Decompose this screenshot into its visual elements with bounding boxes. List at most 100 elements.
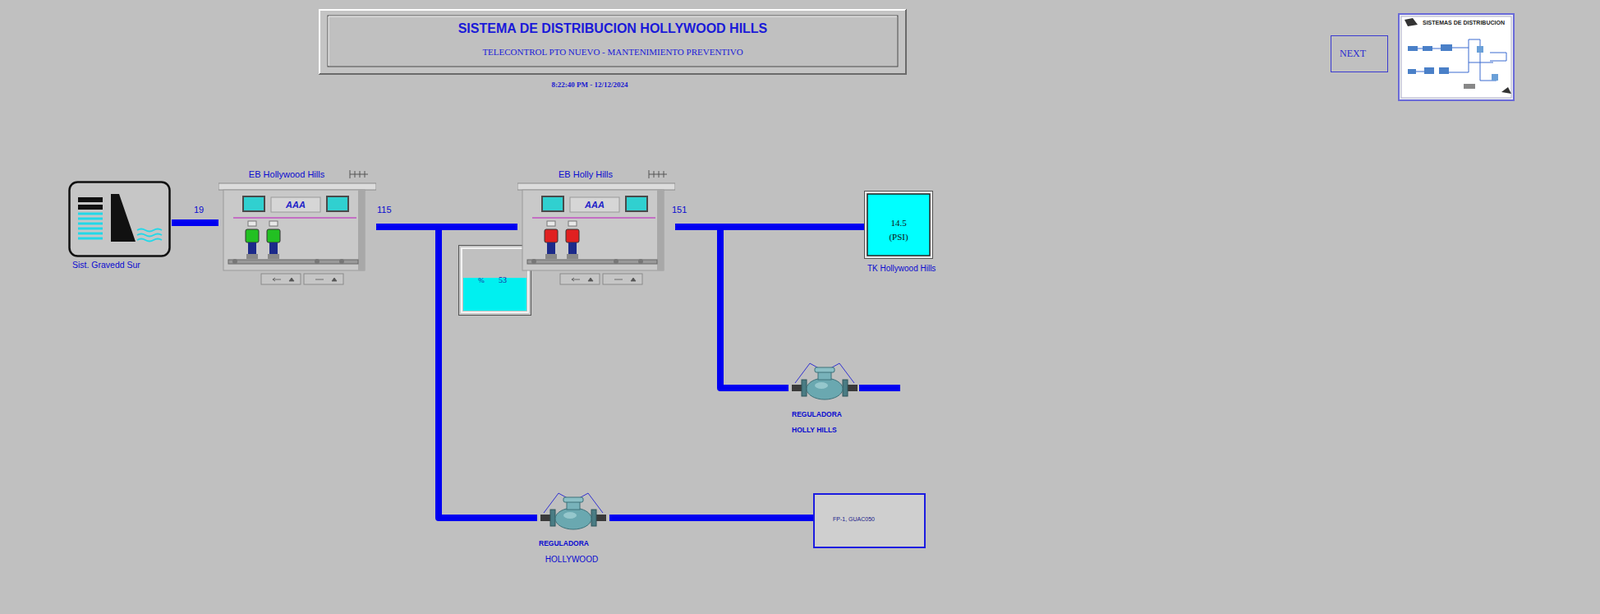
node-text: NEXT — [1339, 47, 1366, 60]
drawing-part — [1424, 67, 1435, 74]
node-text: 53 — [498, 275, 507, 285]
node-text: AAA — [584, 199, 605, 210]
node-text: (PSI) — [888, 231, 908, 242]
water-pipe — [171, 219, 219, 226]
drawing-part — [566, 253, 579, 259]
drawing-part — [319, 9, 906, 74]
node-text: EB Holly Hills — [558, 169, 613, 180]
drawing-part — [267, 253, 280, 259]
drawing-part — [1416, 39, 1507, 81]
header-panel: SISTEMA DE DISTRIBUCION HOLLYWOOD HILLS T… — [318, 9, 907, 75]
drawing-part — [614, 277, 636, 281]
drawing-part — [1407, 45, 1418, 51]
drawing-part — [243, 196, 265, 212]
drawing-part — [1439, 67, 1449, 74]
drawing-part — [1463, 83, 1476, 89]
drawing-part — [542, 196, 564, 212]
drawing-part — [233, 216, 357, 219]
drawing-part — [463, 277, 527, 311]
drawing-part — [545, 253, 557, 259]
pump-station: EB Holly HillsAAA — [517, 166, 676, 286]
drawing-part — [1501, 87, 1512, 94]
node-text: SISTEMAS DE DISTRIBUCION — [1422, 19, 1505, 26]
drawing-part — [318, 9, 907, 75]
drawing-part — [110, 193, 136, 242]
drawing-part — [232, 258, 238, 264]
drawing-part — [272, 277, 295, 281]
drawing-part — [78, 204, 103, 210]
drawing-part — [788, 361, 861, 414]
tank-level: % 53 — [458, 244, 532, 316]
drawing-part — [648, 174, 667, 175]
drawing-part — [218, 183, 377, 190]
drawing-part — [527, 259, 658, 264]
drawing-part — [318, 9, 907, 75]
drawing-part — [261, 273, 301, 285]
drawing-part — [137, 229, 162, 242]
drawing-part — [568, 242, 577, 254]
drawing-part — [563, 511, 577, 519]
drawing-part — [459, 245, 532, 316]
drawing-part — [813, 493, 925, 548]
drawing-part — [814, 367, 835, 373]
drawing-part — [1401, 16, 1512, 98]
drawing-part — [806, 377, 843, 400]
drawing-part — [246, 253, 258, 259]
drawing-part — [801, 379, 807, 396]
drawing-part — [1331, 36, 1389, 73]
drawing-part — [461, 248, 529, 313]
node-text: AAA — [285, 199, 306, 210]
drawing-part — [814, 381, 828, 389]
node-text: 14.5 — [890, 217, 906, 228]
drawing-part — [550, 509, 556, 526]
drawing-part — [842, 379, 848, 396]
drawing-part — [358, 189, 365, 271]
drawing-part — [364, 170, 366, 178]
drawing-part — [571, 277, 594, 281]
water-pipe — [675, 226, 789, 388]
drawing-part — [657, 189, 664, 271]
drawing-part — [1398, 13, 1514, 101]
node-text: TELECONTROL PTO NUEVO - MANTENIMIENTO PR… — [482, 46, 743, 57]
drawing-part — [315, 277, 337, 281]
drawing-part — [653, 170, 655, 178]
drawing-part — [349, 174, 368, 175]
drawing-part — [613, 258, 619, 264]
node-text: REGULADORA — [538, 538, 589, 548]
drawing-part — [68, 180, 172, 258]
drawing-part — [547, 220, 556, 226]
node-text: Sist. Gravedd Sur — [72, 259, 141, 270]
drawing-part — [602, 273, 643, 285]
drawing-part — [517, 166, 676, 286]
drawing-part — [570, 197, 620, 212]
drawing-part — [266, 229, 281, 243]
drawing-part — [544, 229, 558, 243]
drawing-part — [1440, 44, 1453, 51]
drawing-part — [326, 196, 349, 212]
drawing-part — [1404, 18, 1418, 27]
drawing-part — [319, 9, 906, 74]
drawing-part — [565, 229, 580, 243]
drawing-part — [560, 273, 600, 285]
drawing-part — [1397, 13, 1515, 102]
drawing-part — [269, 220, 278, 226]
node-text: EB Hollywood Hills — [248, 169, 325, 180]
screen-title: SISTEMA DE DISTRIBUCION HOLLYWOOD HILLS — [458, 21, 768, 37]
pump-station: EB Hollywood HillsAAA — [218, 166, 377, 286]
flow-reading: 115 — [377, 204, 392, 216]
drawing-part — [531, 258, 537, 264]
drawing-part — [547, 242, 556, 254]
drawing-part — [625, 196, 648, 212]
drawing-part — [555, 507, 592, 529]
drawing-part — [303, 273, 344, 285]
node-text: % — [478, 275, 485, 285]
drawing-part — [223, 189, 365, 271]
storage-tank: 14.5(PSI)TK Hollywood Hills — [864, 190, 947, 278]
drawing-part — [245, 229, 259, 243]
drawing-part — [1422, 45, 1433, 51]
drawing-part — [1407, 68, 1417, 74]
drawing-part — [248, 220, 257, 226]
drawing-part — [563, 496, 584, 502]
